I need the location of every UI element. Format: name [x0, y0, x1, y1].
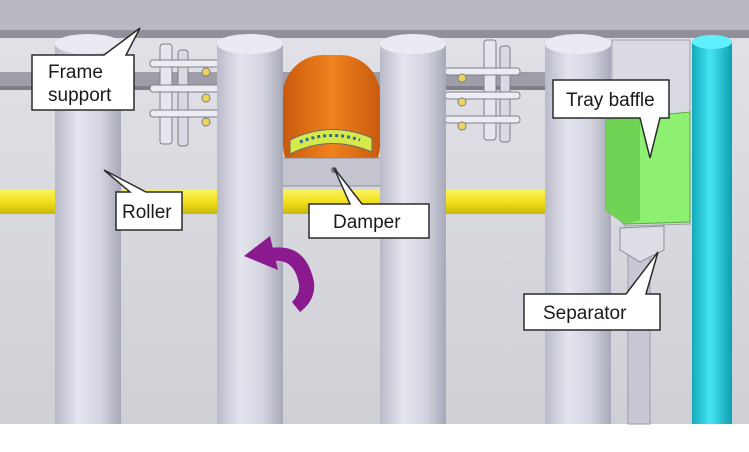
callout-frame-support: Frame support: [31, 27, 141, 111]
frame-bar-top: [0, 0, 749, 30]
cyan-pipe: [692, 35, 732, 424]
curved-arrow-icon: [244, 236, 315, 312]
callout-separator: Separator: [523, 251, 661, 331]
callout-tray-baffle: Tray baffle: [552, 79, 670, 159]
label-roller: Roller: [122, 202, 172, 223]
label-frame-support-line1: Frame: [48, 62, 103, 83]
bracket-left: [149, 43, 221, 147]
callout-damper: Damper: [308, 167, 430, 239]
label-damper: Damper: [333, 212, 401, 233]
bottom-strip: [0, 424, 749, 452]
frame-bar-front: [0, 30, 749, 38]
callout-roller: Roller: [103, 169, 183, 231]
damper: [279, 55, 389, 187]
label-separator: Separator: [543, 303, 627, 324]
label-frame-support-line2: support: [48, 85, 112, 106]
roller-2: [217, 34, 283, 424]
label-tray-baffle: Tray baffle: [566, 90, 655, 111]
